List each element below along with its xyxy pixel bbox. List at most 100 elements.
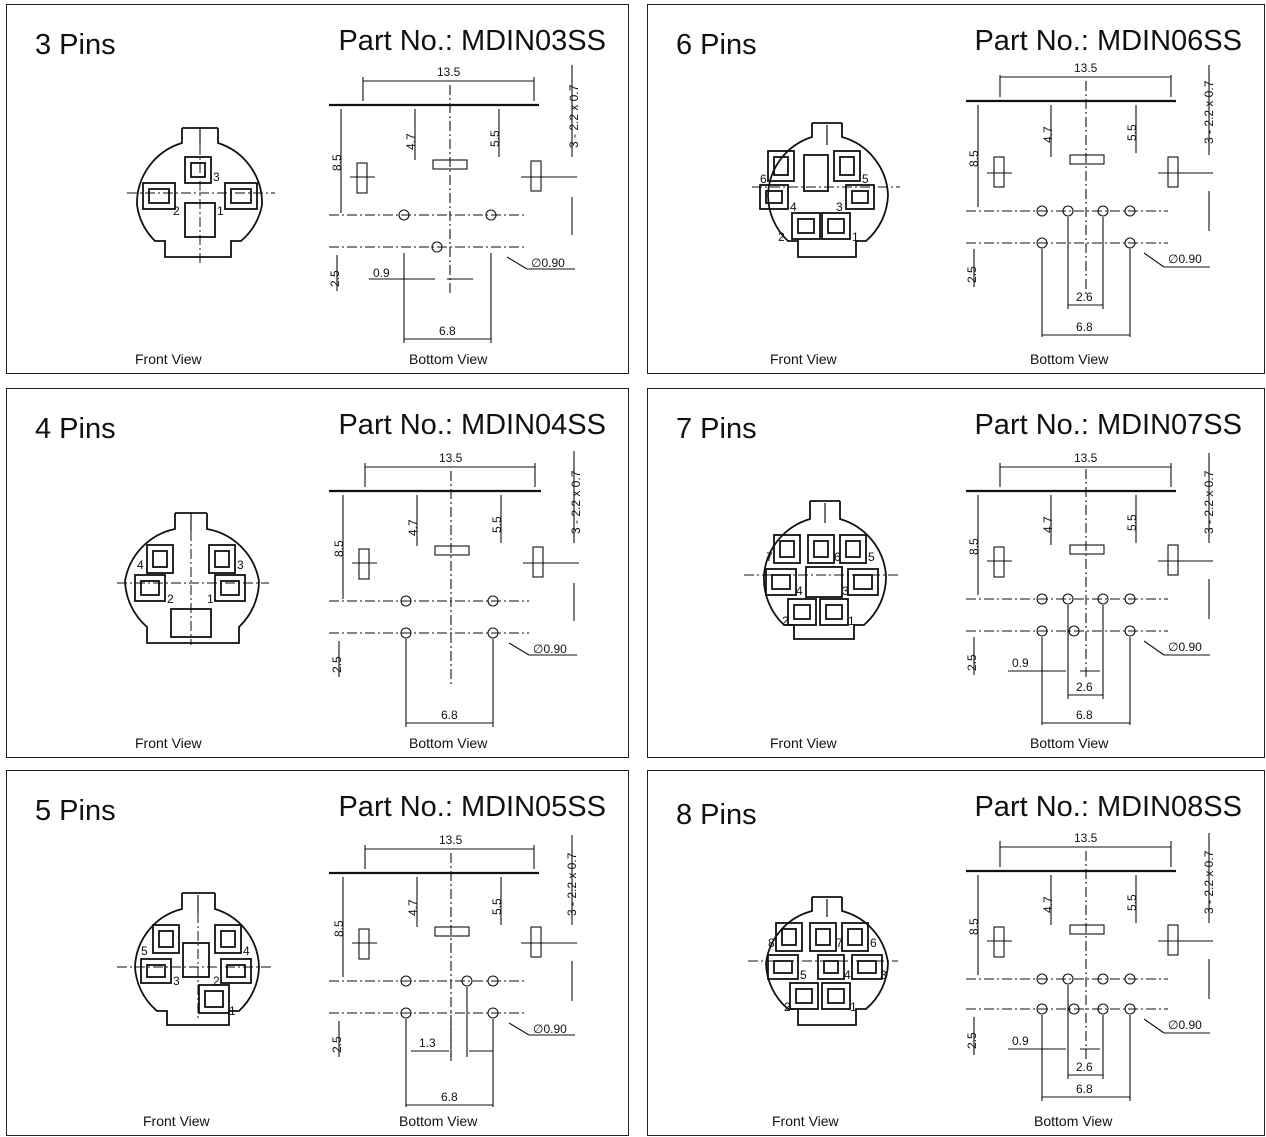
dim-pitch: 3 - 2.2 x 0.7 xyxy=(569,470,583,534)
panel-title: 3 Pins xyxy=(35,29,116,61)
dim-pitch: 3 - 2.2 x 0.7 xyxy=(567,84,581,148)
dim-pitch: 3 - 2.2 x 0.7 xyxy=(565,852,579,916)
dim-5-5: 5.5 xyxy=(488,130,502,147)
bottom-view-caption: Bottom View xyxy=(409,351,488,367)
dim-hole: ∅0.90 xyxy=(533,642,567,656)
dim-8-5: 8.5 xyxy=(332,920,346,937)
dim-base: 6.8 xyxy=(441,1090,458,1104)
dim-base: 6.8 xyxy=(1076,320,1093,334)
bottom-view-caption: Bottom View xyxy=(1030,351,1109,367)
dim-base: 6.8 xyxy=(439,324,456,338)
pin-label: 1 xyxy=(852,230,859,244)
dim-hole: ∅0.90 xyxy=(1168,1018,1202,1032)
pin-label: 5 xyxy=(800,968,807,982)
bottom-view-drawing xyxy=(329,835,577,1107)
part-number: Part No.: MDIN03SS xyxy=(338,25,606,57)
front-view-caption: Front View xyxy=(135,735,202,751)
pin-label: 4 xyxy=(137,558,144,572)
pin-label: 6 xyxy=(760,172,767,186)
pin-label: 2 xyxy=(784,1000,791,1014)
part-number: Part No.: MDIN05SS xyxy=(338,791,606,823)
dim-base: 6.8 xyxy=(1076,708,1093,722)
dim-row: 2.5 xyxy=(328,270,342,287)
pin-label: 4 xyxy=(844,968,851,982)
pin-labels: 7 6 5 4 3 2 1 xyxy=(766,550,875,628)
panel-title: 8 Pins xyxy=(676,799,757,831)
dim-8-5: 8.5 xyxy=(330,154,344,171)
connector-drawing: 3 2 1 13.5 4.7 5.5 8.5 xyxy=(127,65,581,343)
pin-label: 7 xyxy=(836,936,843,950)
bottom-view-caption: Bottom View xyxy=(399,1113,478,1129)
pin-label: 6 xyxy=(870,936,877,950)
dimension-labels: 13.5 4.7 5.5 8.5 3 - 2.2 x 0.7 2.5 ∅0.90… xyxy=(330,451,583,722)
pin-label: 1 xyxy=(217,204,224,218)
dim-base: 6.8 xyxy=(1076,1082,1093,1096)
dim-5-5: 5.5 xyxy=(1125,894,1139,911)
dim-small: 0.9 xyxy=(1012,656,1029,670)
pin-label: 3 xyxy=(880,968,887,982)
dim-8-5: 8.5 xyxy=(967,918,981,935)
connector-drawing: 8 7 6 5 4 3 2 1 xyxy=(748,831,1216,1101)
pin-label: 2 xyxy=(782,614,789,628)
front-view-drawing xyxy=(748,896,898,1026)
panel-6-pins: 6 Pins Part No.: MDIN06SS 6 5 4 3 2 1 xyxy=(647,4,1265,374)
dim-8-5: 8.5 xyxy=(332,540,346,557)
dim-small: 0.9 xyxy=(1012,1034,1029,1048)
pin-label: 4 xyxy=(796,584,803,598)
pin-label: 3 xyxy=(842,584,849,598)
dimension-labels: 13.5 4.7 5.5 8.5 3 - 2.2 x 0.7 2.5 ∅0.90… xyxy=(965,831,1216,1096)
panel-title: 5 Pins xyxy=(35,795,116,827)
dim-small: 0.9 xyxy=(373,266,390,280)
dimension-labels: 13.5 4.7 5.5 8.5 3 - 2.2 x 0.7 2.5 ∅0.90… xyxy=(965,451,1216,722)
bottom-view-drawing xyxy=(329,65,577,343)
part-number: Part No.: MDIN04SS xyxy=(338,409,606,441)
part-number: Part No.: MDIN08SS xyxy=(974,791,1242,823)
pin-label: 4 xyxy=(243,944,250,958)
front-view-drawing xyxy=(117,512,269,645)
pin-labels: 6 5 4 3 2 1 xyxy=(760,172,869,244)
dim-small: 1.3 xyxy=(419,1036,436,1050)
pin-labels: 4 3 2 1 xyxy=(137,558,244,606)
dim-width: 13.5 xyxy=(439,833,463,847)
front-view-caption: Front View xyxy=(770,735,837,751)
dim-row: 2.5 xyxy=(965,654,979,671)
dim-width: 13.5 xyxy=(1074,831,1098,845)
dim-base: 6.8 xyxy=(441,708,458,722)
panel-7-pins: 7 Pins Part No.: MDIN07SS 7 6 5 4 3 2 1 xyxy=(647,388,1265,758)
dim-hole: ∅0.90 xyxy=(533,1022,567,1036)
dim-pitch: 3 - 2.2 x 0.7 xyxy=(1202,470,1216,534)
bottom-view-caption: Bottom View xyxy=(409,735,488,751)
dim-4-7: 4.7 xyxy=(1041,896,1055,913)
pin-label: 1 xyxy=(850,1000,857,1014)
pin-label: 1 xyxy=(848,614,855,628)
pin-labels: 5 4 3 2 1 xyxy=(141,944,250,1018)
pin-label: 5 xyxy=(141,944,148,958)
pin-label: 1 xyxy=(207,592,214,606)
pin-label: 7 xyxy=(766,550,773,564)
dim-small: 2.6 xyxy=(1076,290,1093,304)
pin-label: 2 xyxy=(778,230,785,244)
pin-label: 3 xyxy=(836,200,843,214)
pin-label: 4 xyxy=(790,200,797,214)
dimension-labels: 13.5 4.7 5.5 8.5 3 - 2.2 x 0.7 2.5 ∅0.90… xyxy=(328,65,581,338)
bottom-view-caption: Bottom View xyxy=(1030,735,1109,751)
dim-row: 2.5 xyxy=(330,656,344,673)
dim-pitch: 3 - 2.2 x 0.7 xyxy=(1202,80,1216,144)
pin-label: 2 xyxy=(167,592,174,606)
dim-row: 2.5 xyxy=(965,1032,979,1049)
dim-width: 13.5 xyxy=(1074,451,1098,465)
front-view-caption: Front View xyxy=(770,351,837,367)
panel-title: 4 Pins xyxy=(35,413,116,445)
pin-label: 6 xyxy=(834,550,841,564)
pin-labels: 3 2 1 xyxy=(173,170,224,218)
dim-row: 2.5 xyxy=(330,1036,344,1053)
panel-title: 6 Pins xyxy=(676,29,757,61)
bottom-view-drawing xyxy=(966,65,1213,337)
dim-hole: ∅0.90 xyxy=(1168,640,1202,654)
pin-label: 3 xyxy=(173,974,180,988)
dim-4-7: 4.7 xyxy=(1041,126,1055,143)
bottom-view-caption: Bottom View xyxy=(1034,1113,1113,1129)
part-number: Part No.: MDIN07SS xyxy=(974,409,1242,441)
connector-drawing: 4 3 2 1 13.5 4.7 5.5 8.5 xyxy=(117,451,583,727)
dim-5-5: 5.5 xyxy=(490,516,504,533)
